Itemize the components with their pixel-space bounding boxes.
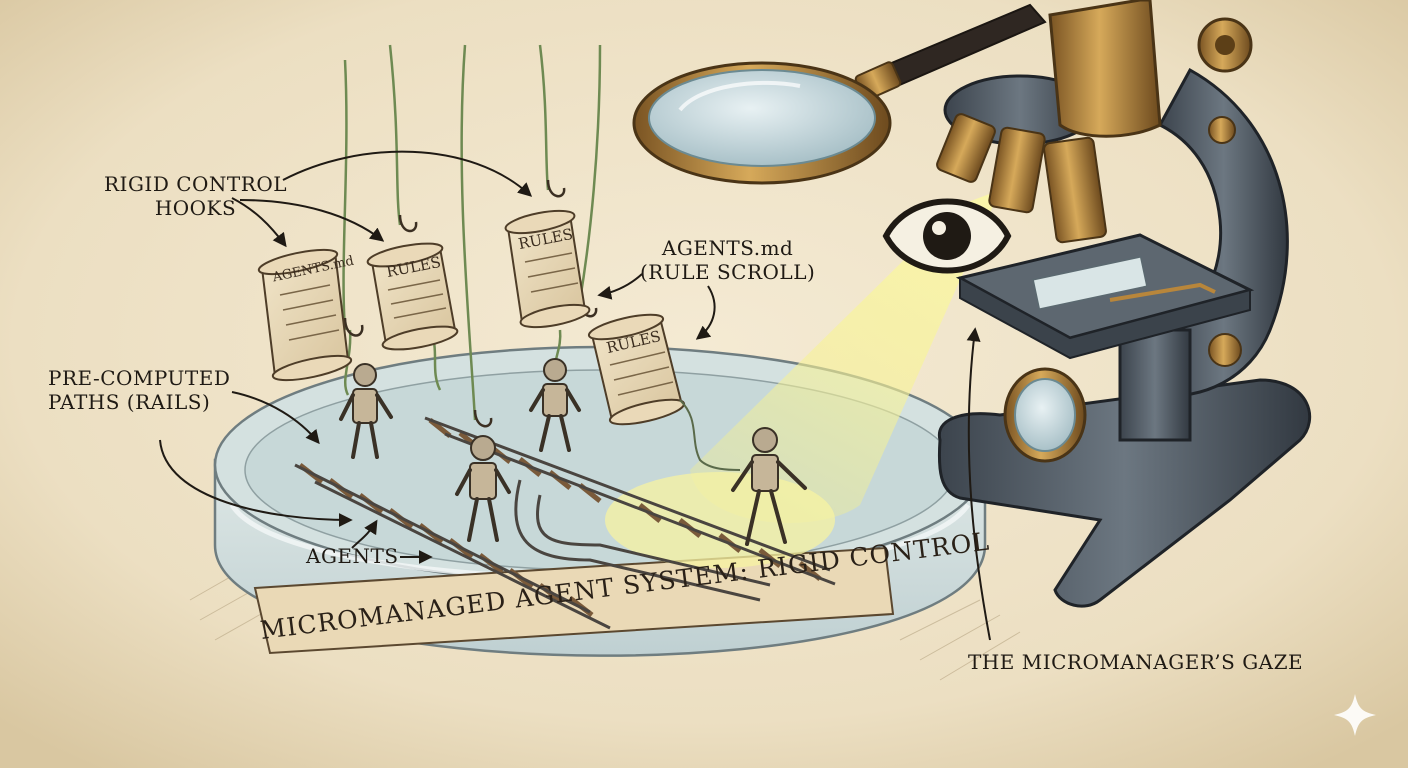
arrow-icon (231, 197, 287, 248)
robot-icon (339, 363, 393, 459)
control-strings (342, 44, 602, 421)
scroll-rules-3 (587, 313, 741, 471)
label-rule-scroll: AGENTS.md(RULE SCROLL) (640, 236, 816, 284)
arrow-icon (695, 285, 716, 340)
hook-icon (398, 214, 418, 233)
magnifying-glass-icon (632, 3, 1047, 185)
arrow-icon (159, 439, 353, 527)
robot-icon (731, 427, 807, 546)
arrow-icon (597, 273, 643, 300)
scroll-rules-2 (504, 209, 591, 329)
shadow-hatching (189, 559, 1021, 681)
arrow-icon (239, 199, 385, 242)
rails (294, 416, 836, 630)
hook-icon (546, 179, 566, 198)
robot-icon (455, 435, 511, 542)
arrow-icon (966, 327, 991, 641)
scroll-agents-md (257, 248, 353, 382)
arrow-icon (231, 391, 320, 445)
eye-icon (882, 198, 1012, 274)
microscope-icon (936, 0, 1311, 608)
arrow-icon (282, 150, 533, 197)
sparkle-icon (1334, 694, 1376, 736)
arrow-icon (351, 519, 378, 549)
label-gaze: THE MICROMANAGER’S GAZE (968, 650, 1304, 674)
robot-icon (529, 358, 581, 452)
label-agents: AGENTS (306, 544, 399, 568)
hook-icon (343, 317, 364, 337)
scroll-rules-1 (366, 242, 459, 351)
control-hooks (343, 179, 598, 428)
spotlight-pool (605, 472, 835, 568)
annotation-arrows (159, 150, 991, 641)
hook-icon (473, 409, 493, 428)
